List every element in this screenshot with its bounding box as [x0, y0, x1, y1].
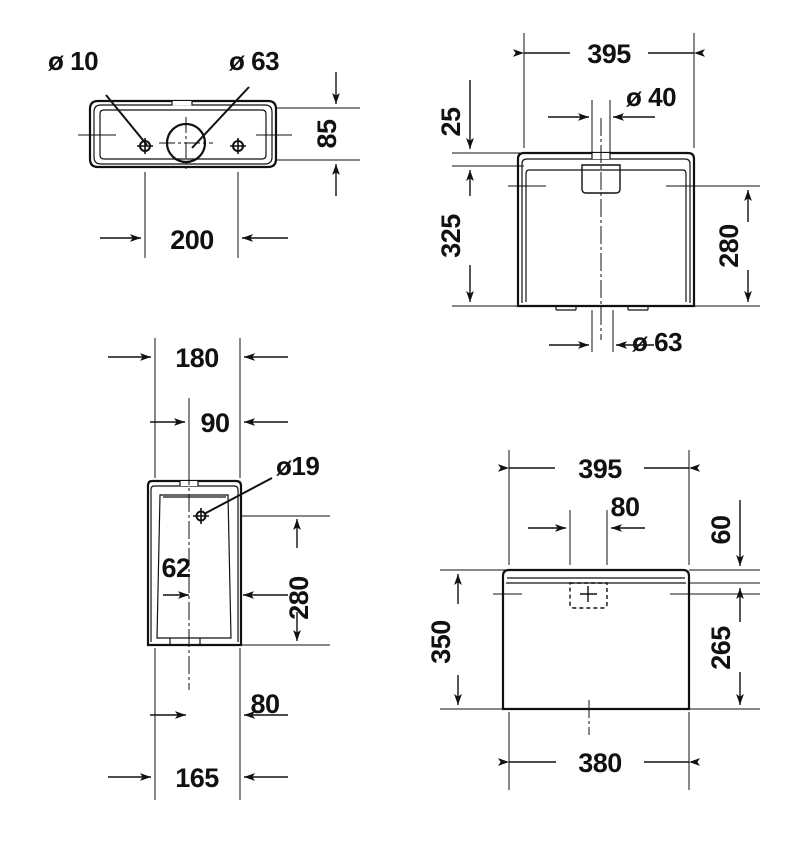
view-rear	[452, 33, 760, 352]
top-view-notch-gap	[172, 101, 192, 106]
label-rear-325: 325	[436, 214, 466, 258]
top-view-outer-outline	[88, 99, 278, 169]
label-side-165: 165	[175, 763, 219, 793]
leader-dia19	[203, 477, 273, 515]
top-view-right-hole-cross	[230, 138, 246, 154]
side-view-hole-cross	[193, 508, 209, 524]
rear-view-top-notch	[591, 153, 611, 159]
label-top-dia10: ø 10	[48, 46, 98, 76]
rear-view-button-recess	[581, 164, 621, 194]
rear-view-lid-inner	[521, 158, 691, 303]
label-front-265: 265	[706, 626, 736, 670]
rear-view-feet	[555, 306, 649, 310]
label-top-dia63: ø 63	[229, 46, 279, 76]
label-rear-280: 280	[714, 224, 744, 268]
front-view-button-cross	[580, 586, 597, 602]
label-side-dia19: ø19	[276, 451, 319, 481]
view-top-plan	[78, 72, 360, 258]
label-rear-25: 25	[436, 107, 466, 137]
top-view-inner-outline	[93, 104, 273, 165]
label-front-60: 60	[706, 515, 736, 544]
side-view-feet	[169, 638, 201, 645]
leader-dia63	[191, 86, 250, 149]
label-top-200: 200	[170, 225, 214, 255]
label-side-90: 90	[200, 408, 229, 438]
label-front-395: 395	[578, 454, 622, 484]
side-view-notch	[179, 481, 199, 486]
side-view-inner-shell	[150, 485, 239, 642]
top-view-rim-corners	[99, 109, 267, 160]
front-view-button-hidden	[569, 582, 608, 609]
rear-view-inner-corners	[525, 169, 687, 175]
view-side	[108, 338, 330, 800]
label-front-380: 380	[578, 748, 622, 778]
label-rear-dia63: ø 63	[632, 327, 682, 357]
label-rear-dia40: ø 40	[626, 82, 676, 112]
top-view-left-hole-cross	[137, 138, 153, 154]
view-front	[440, 450, 760, 790]
label-rear-395: 395	[587, 39, 631, 69]
label-side-180: 180	[175, 343, 219, 373]
label-side-62: 62	[161, 553, 190, 583]
top-view-notch	[171, 101, 193, 106]
label-top-85: 85	[312, 119, 342, 149]
rear-view-inner-edge	[525, 169, 687, 302]
side-view-front-face	[156, 494, 232, 639]
label-front-80: 80	[610, 492, 639, 522]
leader-dia10	[105, 94, 148, 146]
label-front-350: 350	[426, 620, 456, 664]
label-side-80: 80	[250, 689, 279, 719]
label-side-280: 280	[284, 576, 314, 620]
